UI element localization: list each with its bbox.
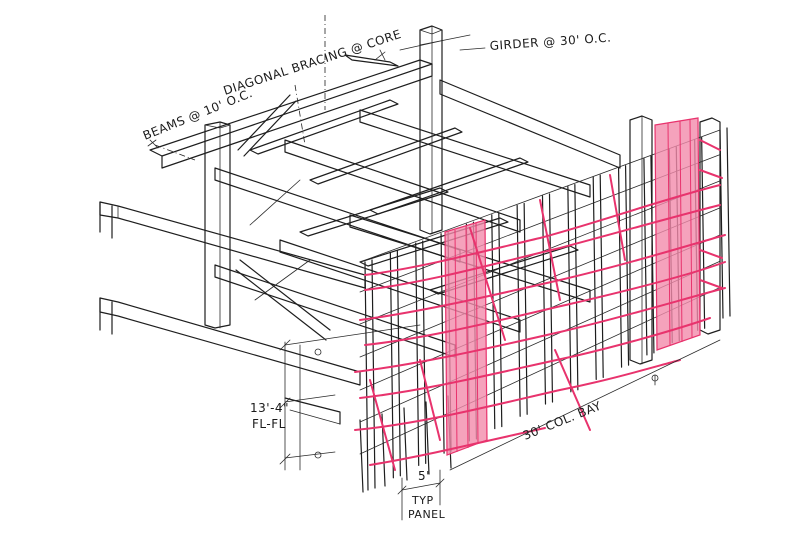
- label-fl-fl: FL-FL: [252, 417, 286, 431]
- label-col-bay: 30' COL. BAY: [521, 399, 604, 443]
- highlight-panel-right: [655, 118, 700, 350]
- facade-mullion: [592, 174, 604, 381]
- facade-mullion: [617, 165, 630, 368]
- facade-mullion: [643, 155, 655, 356]
- top-beam-2: [359, 109, 591, 198]
- highlight-bands: [354, 139, 726, 471]
- lower-beam-end: [99, 297, 113, 335]
- facade-column-stub: [403, 407, 408, 481]
- facade-mullion: [541, 193, 554, 405]
- label-girder: GIRDER @ 30' O.C.: [489, 31, 612, 53]
- core-column-back: [419, 25, 443, 235]
- facade-mullion: [364, 259, 376, 491]
- facade-mullion: [389, 249, 401, 479]
- facade-mullion: [516, 202, 528, 417]
- label-panel-dim: 5': [418, 469, 430, 483]
- top-girder-back: [439, 79, 621, 169]
- highlight-overlay: [354, 117, 726, 471]
- upper-edge-beam: [99, 201, 366, 289]
- upper-beam-end: [99, 201, 113, 239]
- facade-mullion: [415, 240, 427, 467]
- corner-column-back: [629, 115, 653, 365]
- label-typ: TYP: [411, 494, 434, 507]
- facade-column-stub: [425, 401, 430, 475]
- dimension-lines: [147, 15, 721, 521]
- facade-mullion: [567, 183, 579, 393]
- facade-mullion: [719, 127, 731, 319]
- diagonal-brace-upper: [237, 94, 297, 157]
- floor-edge-beams: [99, 201, 366, 425]
- label-floor-height: 13'-4": [250, 401, 289, 415]
- core-column-left: [204, 121, 231, 329]
- diagonal-brace-lower: [235, 259, 331, 341]
- label-panel: PANEL: [408, 508, 446, 521]
- facade-column-stub: [359, 419, 364, 493]
- label-bracing: DIAGONAL BRACING @ CORE: [222, 27, 404, 98]
